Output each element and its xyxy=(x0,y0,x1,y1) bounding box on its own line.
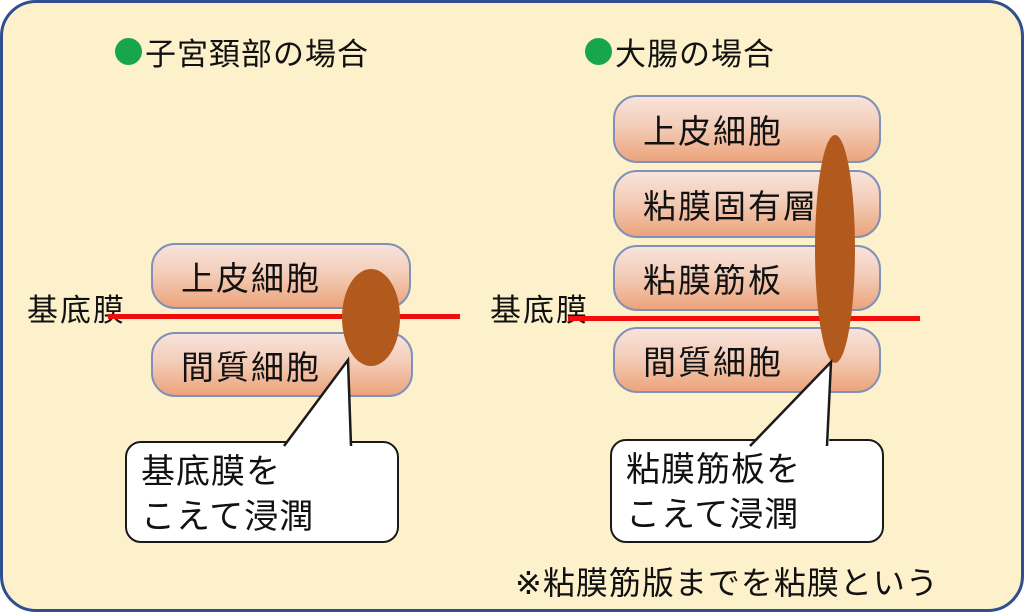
layer-label: 間質細胞 xyxy=(643,343,783,382)
section-title-colon: 大腸の場合 xyxy=(585,29,775,74)
layer-label: 粘膜固有層 xyxy=(643,187,818,226)
invasion-ellipse-right xyxy=(815,135,855,363)
green-bullet-icon xyxy=(115,38,142,65)
basement-membrane-line-right xyxy=(568,316,920,321)
layer-label: 上皮細胞 xyxy=(181,259,321,298)
section-title-cervix-label: 子宮頚部の場合 xyxy=(145,37,369,73)
callout-right-line1: 粘膜筋板を xyxy=(626,450,801,490)
callout-left-line1: 基底膜を xyxy=(141,452,281,492)
basement-membrane-line-left xyxy=(108,314,460,319)
basement-membrane-label-left: 基底膜 xyxy=(27,293,126,329)
section-title-colon-label: 大腸の場合 xyxy=(615,37,775,73)
footnote: ※粘膜筋版までを粘膜という xyxy=(515,564,939,602)
layer-label: 上皮細胞 xyxy=(643,112,783,151)
invasion-ellipse-left xyxy=(342,269,400,366)
green-bullet-icon xyxy=(585,38,612,65)
callout-left-line2: こえて浸潤 xyxy=(141,497,315,537)
section-title-cervix: 子宮頚部の場合 xyxy=(115,29,369,74)
callout-left: 基底膜を こえて浸潤 xyxy=(125,441,399,543)
basement-membrane-label-right: 基底膜 xyxy=(490,293,589,329)
callout-right: 粘膜筋板を こえて浸潤 xyxy=(610,439,884,543)
layer-label: 粘膜筋板 xyxy=(643,261,783,300)
layer-label: 間質細胞 xyxy=(181,347,321,387)
callout-right-line2: こえて浸潤 xyxy=(626,495,800,535)
